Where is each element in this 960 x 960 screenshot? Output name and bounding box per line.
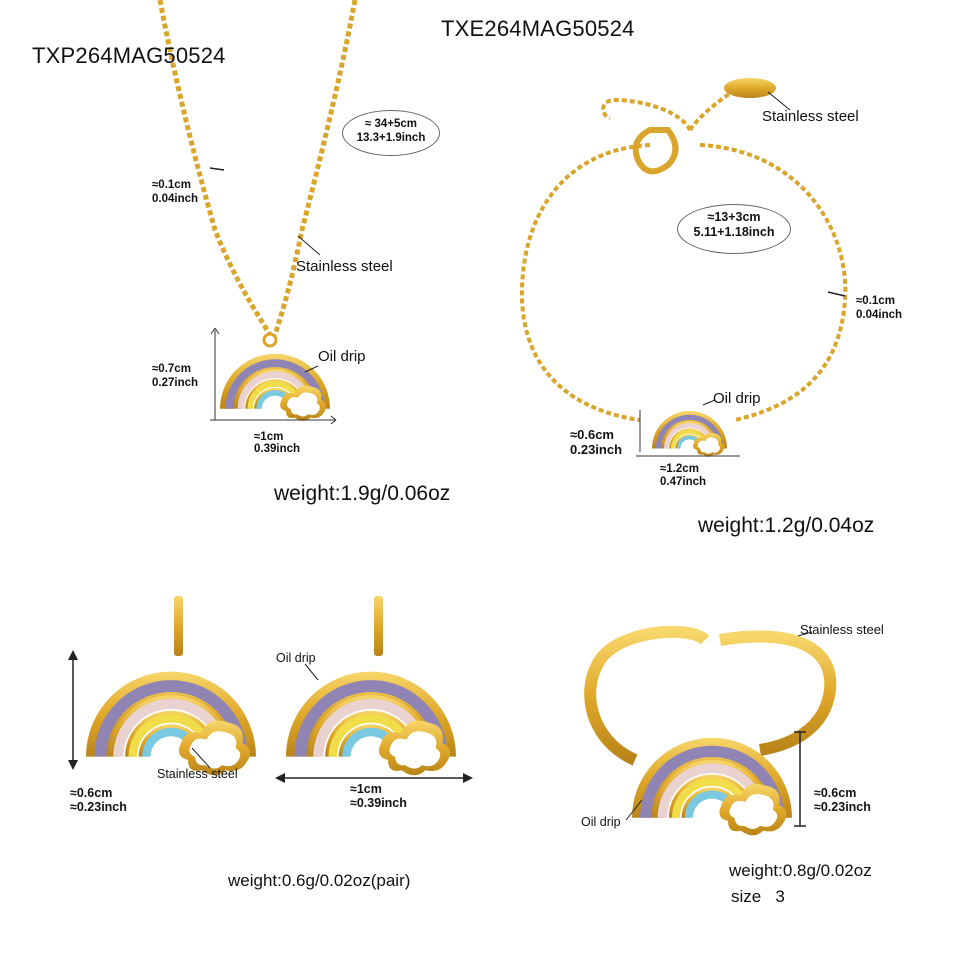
- necklace-length-ellipse: [342, 110, 440, 156]
- necklace-chain-in: 0.04inch: [152, 193, 199, 205]
- ring-weight: weight:0.8g/0.02oz: [729, 861, 872, 880]
- bracelet-height-cm: ≈0.6cm: [570, 427, 614, 442]
- bracelet-length-in: 5.11+1.18inch: [693, 225, 775, 239]
- necklace-weight: weight:1.9g/0.06oz: [274, 482, 451, 505]
- ring-height-in: ≈0.23inch: [814, 800, 871, 814]
- earrings-height-in: ≈0.23inch: [70, 800, 127, 814]
- necklace-height-in: 0.27inch: [152, 377, 199, 389]
- necklace-pendant-label: Oil drip: [318, 348, 366, 365]
- ring-oil-drip-label: Oil drip: [581, 815, 621, 829]
- earrings-height-cm: ≈0.6cm: [70, 786, 113, 800]
- bracelet-length-cm: ≈13+3cm: [707, 210, 761, 224]
- bracelet-weight: weight:1.2g/0.04oz: [698, 514, 875, 537]
- necklace-width-in: 0.39inch: [254, 443, 301, 455]
- earrings-weight: weight:0.6g/0.02oz(pair): [228, 871, 411, 890]
- necklace-length-in: 13.3+1.9inch: [356, 132, 426, 144]
- necklace-length-cm: ≈ 34+5cm: [364, 118, 418, 130]
- ring-height-cm: ≈0.6cm: [814, 786, 857, 800]
- bracelet-width-in: 0.47inch: [660, 476, 707, 488]
- bracelet-pendant-label: Oil drip: [713, 390, 761, 407]
- necklace-width-cm: ≈1cm: [254, 431, 284, 443]
- necklace-material-label: Stainless steel: [296, 258, 393, 275]
- bracelet-product-code: TXE264MAG50524: [441, 16, 635, 41]
- bracelet-height-in: 0.23inch: [570, 442, 623, 457]
- necklace-chain-cm: ≈0.1cm: [152, 179, 191, 191]
- ring-material-label: Stainless steel: [800, 622, 884, 637]
- bracelet-chain-cm: ≈0.1cm: [856, 295, 895, 307]
- bracelet-material-label: Stainless steel: [762, 108, 859, 125]
- necklace-chain-right: [272, 0, 358, 336]
- bracelet-length-ellipse: [677, 204, 791, 254]
- ring-size: size 3: [731, 887, 785, 906]
- bracelet-chain-in: 0.04inch: [856, 309, 903, 321]
- necklace-product-code: TXP264MAG50524: [32, 43, 226, 68]
- earrings-oil-drip-label: Oil drip: [276, 651, 316, 665]
- earrings-width-cm: ≈1cm: [350, 782, 382, 796]
- necklace-height-cm: ≈0.7cm: [152, 363, 191, 375]
- earrings-width-in: ≈0.39inch: [350, 796, 407, 810]
- earrings-material-label: Stainless steel: [157, 767, 238, 781]
- bracelet-width-cm: ≈1.2cm: [660, 463, 699, 475]
